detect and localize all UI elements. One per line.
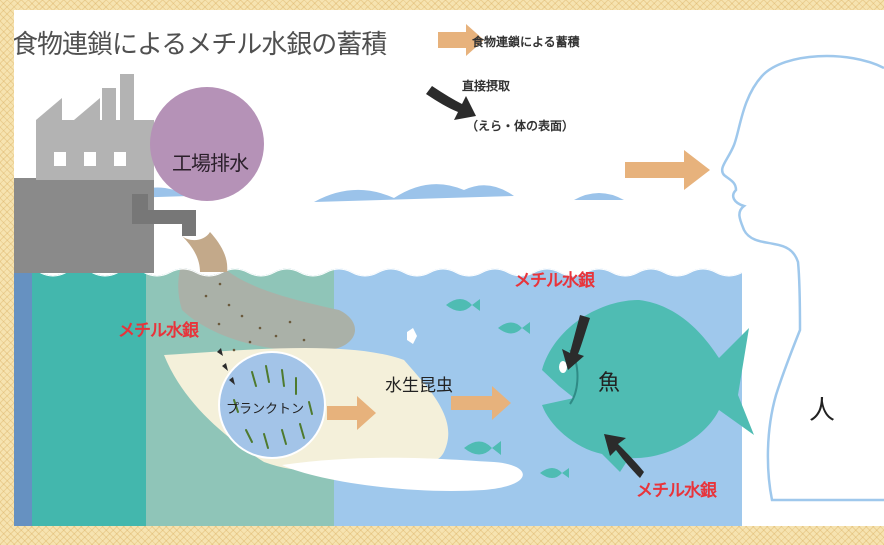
legend-direct-uptake-label: 直接摂取 [462, 79, 511, 93]
methylmercury-fish-bottom-label: メチル水銀 [636, 481, 717, 501]
factory-icon [14, 74, 228, 273]
effluent-circle [150, 87, 264, 201]
legend-direct-uptake-note: （えら・体の表面） [466, 119, 575, 133]
fish-label: 魚 [598, 371, 621, 396]
human-label: 人 [809, 396, 836, 426]
diagram-title: 食物連鎖によるメチル水銀の蓄積 [14, 30, 387, 60]
diagram-frame: 食物連鎖によるメチル水銀の蓄積 食物連鎖による蓄積 直接摂取 （えら・体の表面）… [14, 10, 884, 526]
food-chain-arrows [327, 24, 710, 430]
plankton-circle [218, 351, 326, 459]
human-silhouette [720, 54, 884, 502]
plankton-label: プランクトン [226, 402, 305, 417]
food-chain-diagram [14, 24, 884, 526]
direct-uptake-arrows [217, 86, 644, 478]
methylmercury-left-label: メチル水銀 [118, 321, 199, 341]
aquatic-insect-label: 水生昆虫 [385, 376, 453, 396]
factory-effluent-label: 工場排水 [172, 151, 249, 175]
legend-food-chain-label: 食物連鎖による蓄積 [472, 35, 580, 49]
methylmercury-fish-top-label: メチル水銀 [514, 271, 595, 291]
aquatic-insect-icon [407, 328, 417, 344]
